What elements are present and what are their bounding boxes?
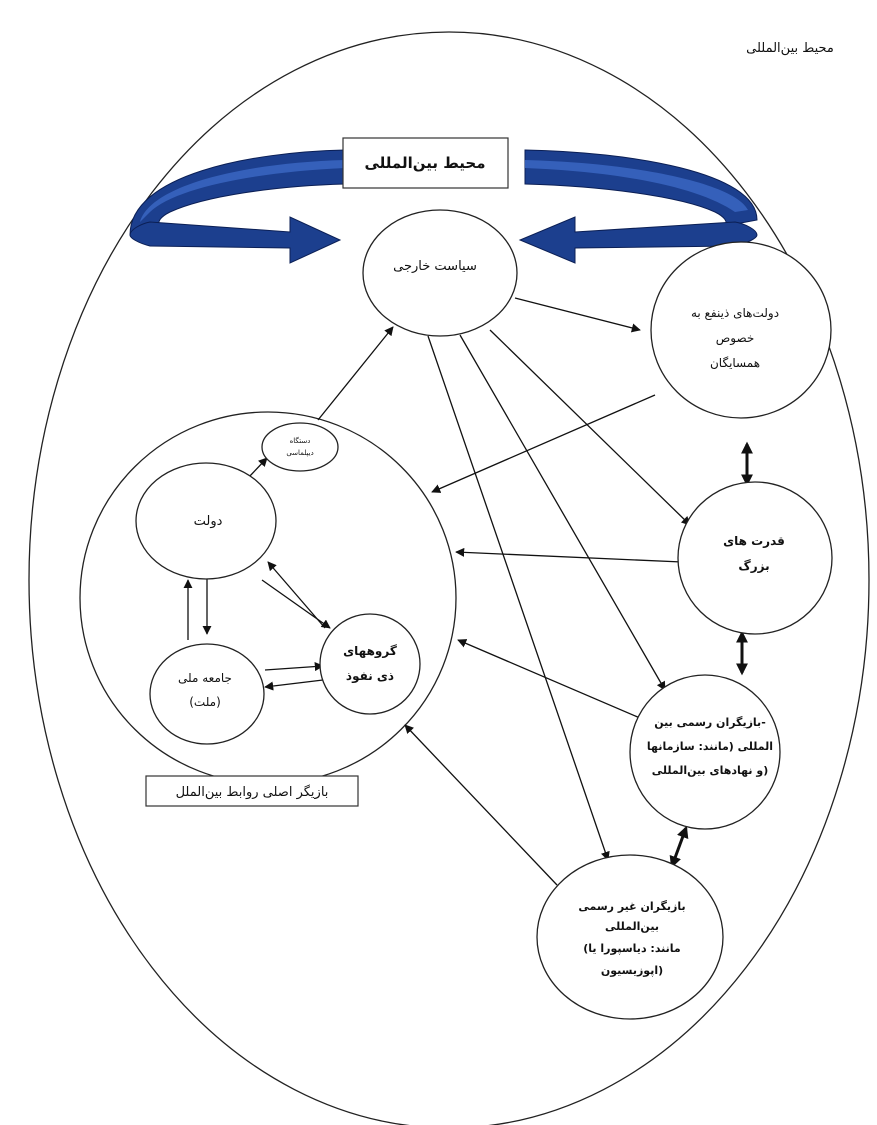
main-actor-caption-text: بازیگر اصلی روابط بین‌الملل <box>176 784 329 800</box>
connector-lines <box>183 297 691 886</box>
stakeholder-states-line-1: دولت‌های ذینفع به <box>691 306 779 321</box>
environment-banner: محیط بین‌المللی <box>342 137 509 189</box>
formal-actors-line-3: و نهادهای بین‌المللی) <box>652 764 768 777</box>
informal-actors-line-4: اپوزیسیون) <box>601 964 663 977</box>
environment-loop-arrows <box>129 149 758 264</box>
state-node: دولت <box>135 462 277 580</box>
main-actor-caption: بازیگر اصلی روابط بین‌الملل <box>145 775 359 807</box>
influence-groups-line-2: ذی نفوذ <box>346 669 394 684</box>
environment-banner-text: محیط بین‌المللی <box>364 154 485 172</box>
informal-actors-line-1: بازیگران غیر رسمی <box>578 900 685 913</box>
influence-groups-node: گروههای ذی نفوذ <box>319 613 421 715</box>
great-powers-line-2: بزرگ <box>738 558 769 573</box>
foreign-policy-node: سیاست خارجی <box>362 209 518 337</box>
great-powers-node: قدرت های بزرگ <box>677 481 833 635</box>
great-powers-line-1: قدرت های <box>723 534 785 548</box>
main-actor-circle <box>79 411 457 785</box>
informal-actors-line-2: بین‌المللی <box>605 920 659 933</box>
informal-actors-node: بازیگران غیر رسمی بین‌المللی (مانند: دیا… <box>536 854 724 1020</box>
stakeholder-states-line-3: همسایگان <box>710 356 760 370</box>
corner-label: محیط بین‌المللی <box>746 41 834 56</box>
stakeholder-states-node: دولت‌های ذینفع به خصوص همسایگان <box>650 241 832 419</box>
bold-bidirectional-arrows <box>669 441 753 869</box>
formal-actors-line-2: المللی (مانند: سازمانها <box>647 740 773 753</box>
diplomatic-apparatus-line-1: دستگاه <box>290 436 311 445</box>
foreign-policy-label: سیاست خارجی <box>393 259 477 274</box>
national-society-line-2: (ملت) <box>189 695 221 709</box>
international-environment-ellipse <box>28 31 870 1125</box>
influence-groups-line-1: گروههای <box>343 644 397 659</box>
formal-actors-node: بازیگران رسمی بین- المللی (مانند: سازمان… <box>629 674 781 830</box>
state-label: دولت <box>194 514 223 529</box>
diplomatic-apparatus-node: دستگاه دیپلماسی <box>261 422 339 472</box>
informal-actors-line-3: (مانند: دیاسپورا یا <box>583 942 680 955</box>
stakeholder-states-line-2: خصوص <box>716 331 755 346</box>
national-society-line-1: جامعه ملی <box>178 671 232 685</box>
formal-actors-line-1: بازیگران رسمی بین- <box>654 716 766 729</box>
diplomatic-apparatus-line-2: دیپلماسی <box>286 449 313 457</box>
national-society-node: جامعه ملی (ملت) <box>149 643 265 745</box>
